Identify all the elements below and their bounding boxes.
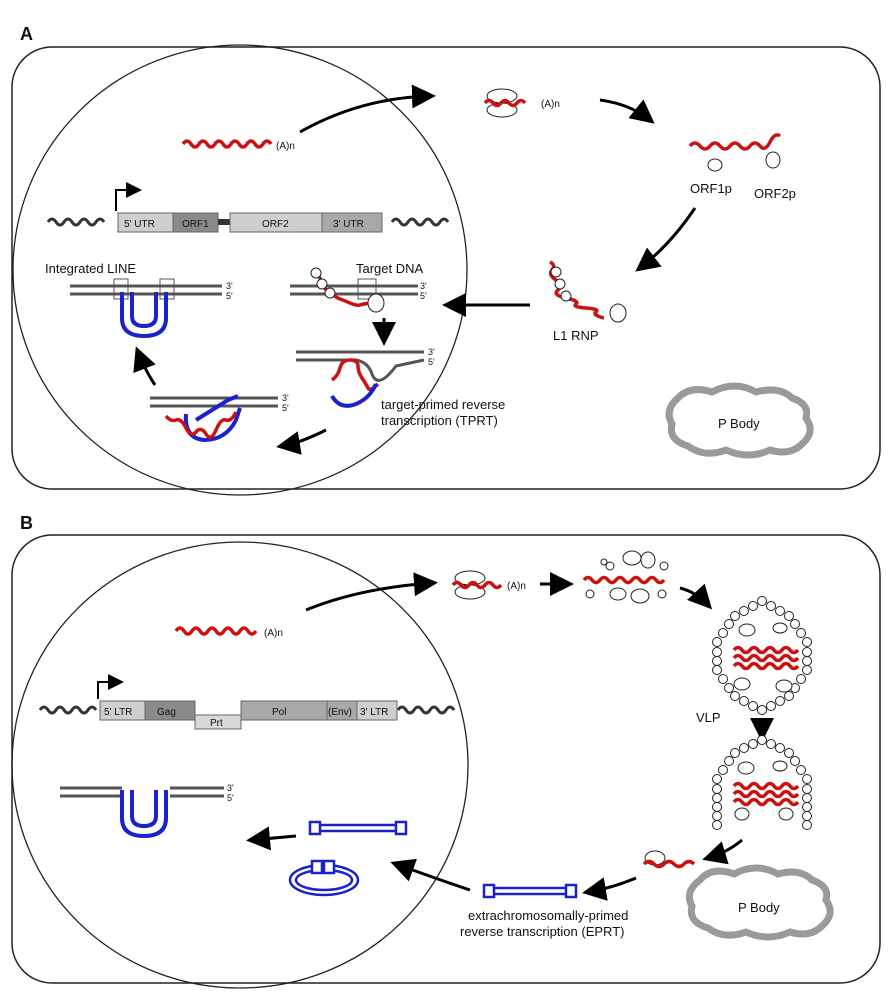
p-body-b-label: P Body <box>738 900 780 915</box>
mrna-a-nucleus <box>181 139 273 149</box>
gene-orf2: ORF2 <box>262 219 289 230</box>
gene-gag: Gag <box>157 707 176 718</box>
cdna-nuclear-linear <box>308 820 408 836</box>
integrated-provirus <box>60 782 224 839</box>
tprt-5prime: 5' <box>428 357 435 367</box>
orf2p-label: ORF2p <box>754 186 796 201</box>
rt-rna <box>642 850 696 869</box>
cell-outline-a <box>11 46 881 490</box>
orf1p-label: ORF1p <box>690 181 732 196</box>
arrow-to-eprt <box>582 876 637 901</box>
mrna-a-translated <box>688 133 782 151</box>
panel-a-letter: A <box>20 24 33 44</box>
nucleus-b <box>11 541 469 989</box>
second-strand-figure <box>150 394 278 443</box>
provirus-3prime: 3' <box>227 783 234 793</box>
gene-5utr-a: 5' UTR <box>124 219 155 230</box>
vlp-particle <box>712 596 812 715</box>
eprt-label-line1: extrachromosomally-primed <box>468 908 628 923</box>
cdna-circle <box>288 859 360 897</box>
ribosome-mrna-b <box>451 570 503 600</box>
uncoating-vlp <box>712 735 812 830</box>
polya-b-cyto: (A)n <box>507 581 526 592</box>
integrated-5prime: 5' <box>226 291 233 301</box>
panel-a: A (A)n (A)n ORF1p ORF2p L1 <box>11 24 881 496</box>
target-5prime: 5' <box>420 291 427 301</box>
arrow-to-integration-b <box>246 826 297 851</box>
tprt-label-line1: target-primed reverse <box>381 397 505 412</box>
p-body-a <box>665 382 814 459</box>
integrated-3prime: 3' <box>226 281 233 291</box>
panel-b: B (A)n (A)n <box>11 513 881 989</box>
target-dna-figure <box>290 267 418 313</box>
export-arrow-b <box>305 572 438 612</box>
cdna-linear <box>482 883 578 899</box>
arrow-to-second-strand <box>276 428 327 455</box>
arrow-to-integrated <box>133 346 157 386</box>
orf1p-protein <box>707 158 723 172</box>
panel-b-letter: B <box>20 513 33 533</box>
vlp-rna <box>732 645 800 671</box>
polya-b-nucleus: (A)n <box>264 628 283 639</box>
tprt-label-line2: transcription (TPRT) <box>381 413 498 428</box>
gene-3utr-a: 3' UTR <box>333 219 364 230</box>
vlp-label: VLP <box>696 710 721 725</box>
orf2p-protein <box>765 151 781 169</box>
arrow-to-orf-proteins <box>599 98 655 124</box>
arrow-to-rt-start <box>702 838 743 865</box>
arrow-to-vlp <box>679 583 713 610</box>
eprt-label-line2: reverse transcription (EPRT) <box>460 924 624 939</box>
target-3prime: 3' <box>420 281 427 291</box>
tprt-figure <box>296 350 425 408</box>
l1-rnp <box>548 260 627 323</box>
gene-5ltr: 5' LTR <box>104 707 132 718</box>
p-body-b <box>685 864 834 941</box>
l1-gene <box>46 182 450 233</box>
integrated-line-figure <box>70 278 222 339</box>
arrow-to-import-b <box>390 858 471 892</box>
export-arrow-a <box>299 84 436 134</box>
uncoating-rna <box>732 781 800 807</box>
second-strand-3prime: 3' <box>282 393 289 403</box>
gag-assembly <box>582 550 669 604</box>
second-strand-5prime: 5' <box>282 403 289 413</box>
nucleus-a <box>12 44 468 496</box>
arrow-to-rnp <box>635 207 697 272</box>
gene-pol: Pol <box>272 707 286 718</box>
integrated-line-label: Integrated LINE <box>45 261 136 276</box>
polya-a-nucleus: (A)n <box>276 141 295 152</box>
polya-a-cyto: (A)n <box>541 99 560 110</box>
gene-env: (Env) <box>328 707 352 718</box>
l1-rnp-label: L1 RNP <box>553 328 599 343</box>
tprt-3prime: 3' <box>428 347 435 357</box>
ltr-gene <box>38 674 456 730</box>
provirus-5prime: 5' <box>227 793 234 803</box>
target-dna-label: Target DNA <box>356 261 424 276</box>
gene-prt: Prt <box>210 718 223 729</box>
p-body-a-label: P Body <box>718 416 760 431</box>
gene-3ltr: 3' LTR <box>360 707 388 718</box>
ribosome-mrna-a <box>483 88 527 118</box>
mrna-b-nucleus <box>174 626 258 636</box>
gene-orf1: ORF1 <box>182 219 209 230</box>
